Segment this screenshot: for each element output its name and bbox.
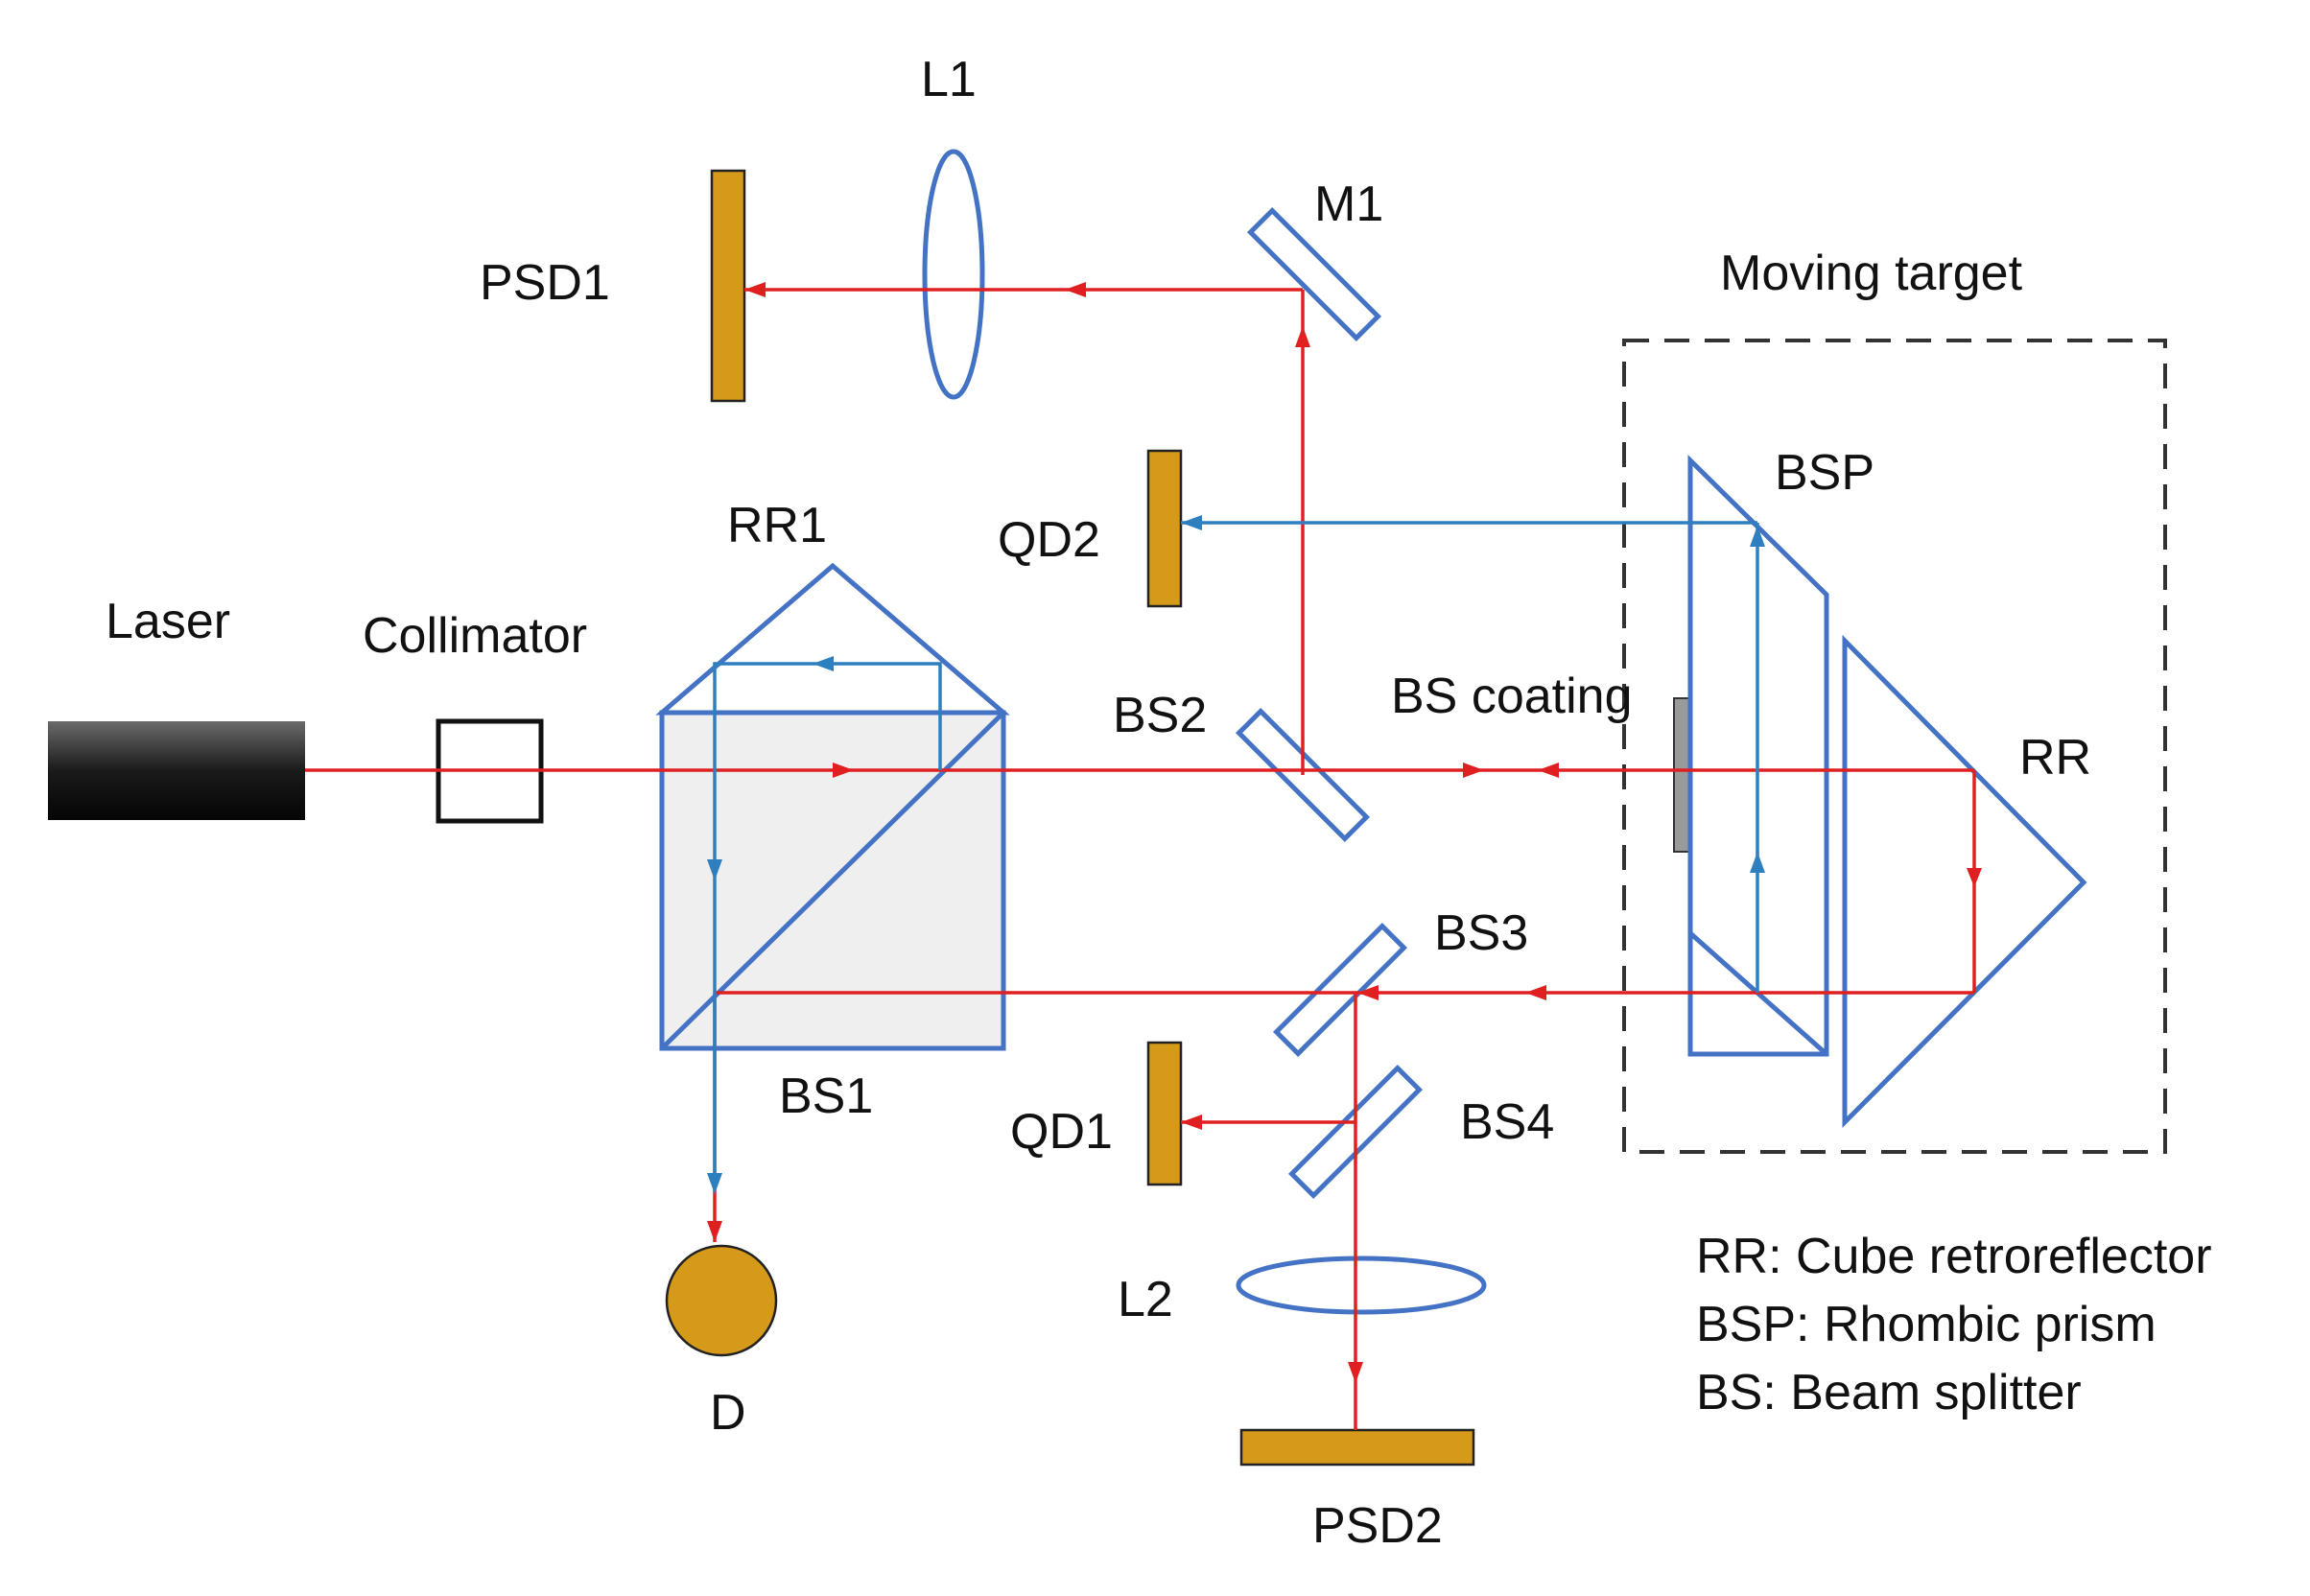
- qd1-detector: [1146, 1041, 1183, 1186]
- bs2-label: BS2: [1113, 688, 1207, 743]
- d-detector: [665, 1244, 778, 1357]
- moving-target-label: Moving target: [1720, 246, 2023, 301]
- l1-label: L1: [921, 52, 977, 107]
- qd2-label: QD2: [998, 512, 1100, 568]
- rr-prism: [1842, 634, 2087, 1129]
- bs3-plate: [1272, 922, 1408, 1058]
- psd1-detector: [710, 169, 746, 403]
- l1-lens: [922, 149, 985, 400]
- psd2-detector: [1239, 1428, 1475, 1467]
- collimator-label: Collimator: [363, 608, 587, 664]
- qd1-label: QD1: [1010, 1104, 1113, 1160]
- legend: RR: Cube retroreflector BSP: Rhombic pri…: [1696, 1229, 2212, 1420]
- psd2-label: PSD2: [1312, 1498, 1443, 1554]
- rr1-prism: [655, 562, 1010, 716]
- rr-label: RR: [2019, 730, 2091, 786]
- l2-lens: [1236, 1256, 1487, 1315]
- blue-beam-arrows: [707, 515, 1765, 1194]
- laser-source: [48, 721, 305, 820]
- l2-label: L2: [1118, 1272, 1173, 1327]
- bs-coating-label: BS coating: [1391, 669, 1633, 724]
- m1-label: M1: [1314, 176, 1383, 232]
- bs4-label: BS4: [1460, 1094, 1554, 1150]
- psd1-label: PSD1: [480, 255, 610, 311]
- red-beam-paths: [305, 288, 1976, 1430]
- bs3-label: BS3: [1434, 905, 1528, 961]
- laser-label: Laser: [106, 594, 230, 649]
- d-label: D: [710, 1385, 746, 1441]
- rr1-label: RR1: [727, 498, 827, 553]
- bsp-label: BSP: [1775, 445, 1874, 501]
- m1-mirror: [1246, 206, 1382, 342]
- legend-item-rr: RR: Cube retroreflector: [1696, 1229, 2212, 1284]
- moving-target-box: [1622, 339, 2167, 1154]
- bs1-label: BS1: [779, 1068, 873, 1124]
- legend-item-bsp: BSP: Rhombic prism: [1696, 1297, 2157, 1352]
- qd2-detector: [1146, 449, 1183, 608]
- bs-coating-strip: [1673, 697, 1690, 853]
- bs2-plate: [1235, 707, 1371, 843]
- red-beam-arrows: [707, 282, 1982, 1383]
- legend-item-bs: BS: Beam splitter: [1696, 1365, 2082, 1420]
